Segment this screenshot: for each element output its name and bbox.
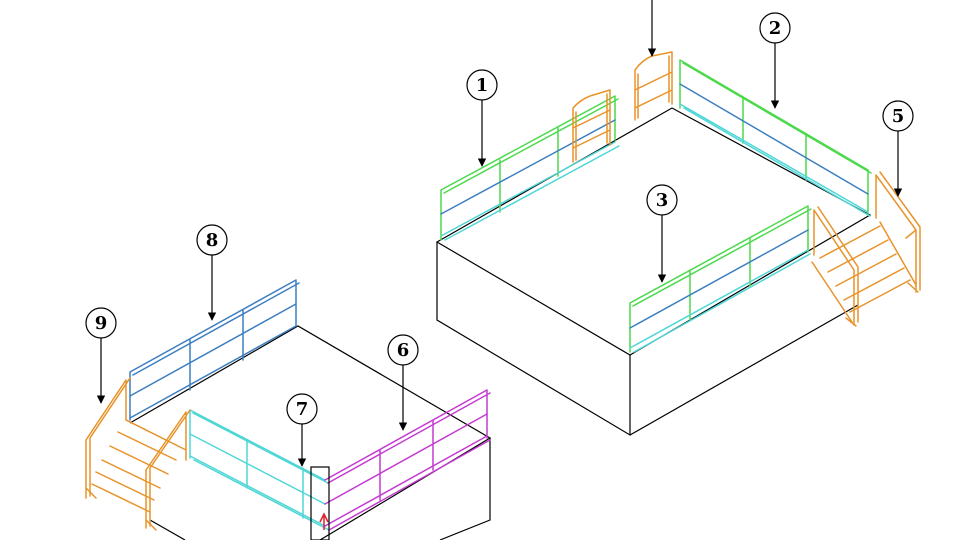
callouts: 1 2 3 5 6 7 8 bbox=[85, 0, 914, 467]
callout-8-label: 8 bbox=[206, 230, 219, 251]
railing-6 bbox=[324, 389, 491, 531]
left-platform-front-edge bbox=[149, 519, 186, 540]
column-marker bbox=[310, 466, 330, 540]
railing-3 bbox=[629, 205, 812, 353]
callout-3: 3 bbox=[646, 184, 678, 283]
callout-6-label: 6 bbox=[397, 340, 410, 361]
callout-3-label: 3 bbox=[656, 190, 669, 211]
stairs-9 bbox=[85, 377, 191, 531]
stairs-5 bbox=[811, 171, 921, 327]
callout-9-label: 9 bbox=[95, 313, 108, 334]
railing-8 bbox=[129, 279, 300, 421]
callout-7: 7 bbox=[286, 393, 318, 467]
callout-1: 1 bbox=[466, 69, 498, 167]
right-platform-left-face bbox=[436, 242, 631, 437]
railing-1 bbox=[440, 95, 620, 241]
red-arrow-icon bbox=[319, 512, 329, 530]
left-platform bbox=[85, 279, 492, 540]
right-platform-top bbox=[435, 107, 872, 356]
railing-7 bbox=[189, 409, 330, 531]
callout-2-label: 2 bbox=[769, 18, 782, 39]
right-platform bbox=[435, 51, 921, 437]
callout-9: 9 bbox=[85, 307, 117, 404]
callout-7-label: 7 bbox=[296, 399, 309, 420]
callout-6: 6 bbox=[387, 334, 419, 431]
left-platform-right-face bbox=[439, 438, 491, 540]
callout-8: 8 bbox=[196, 224, 228, 321]
callout-1-label: 1 bbox=[476, 75, 489, 96]
gate-ladders bbox=[572, 51, 673, 163]
left-platform-top bbox=[129, 325, 492, 540]
callout-2: 2 bbox=[759, 12, 791, 109]
callout-5-label: 5 bbox=[892, 106, 905, 127]
right-platform-front-edge bbox=[629, 304, 859, 436]
callout-5: 5 bbox=[882, 100, 914, 197]
railing-2 bbox=[679, 59, 872, 217]
